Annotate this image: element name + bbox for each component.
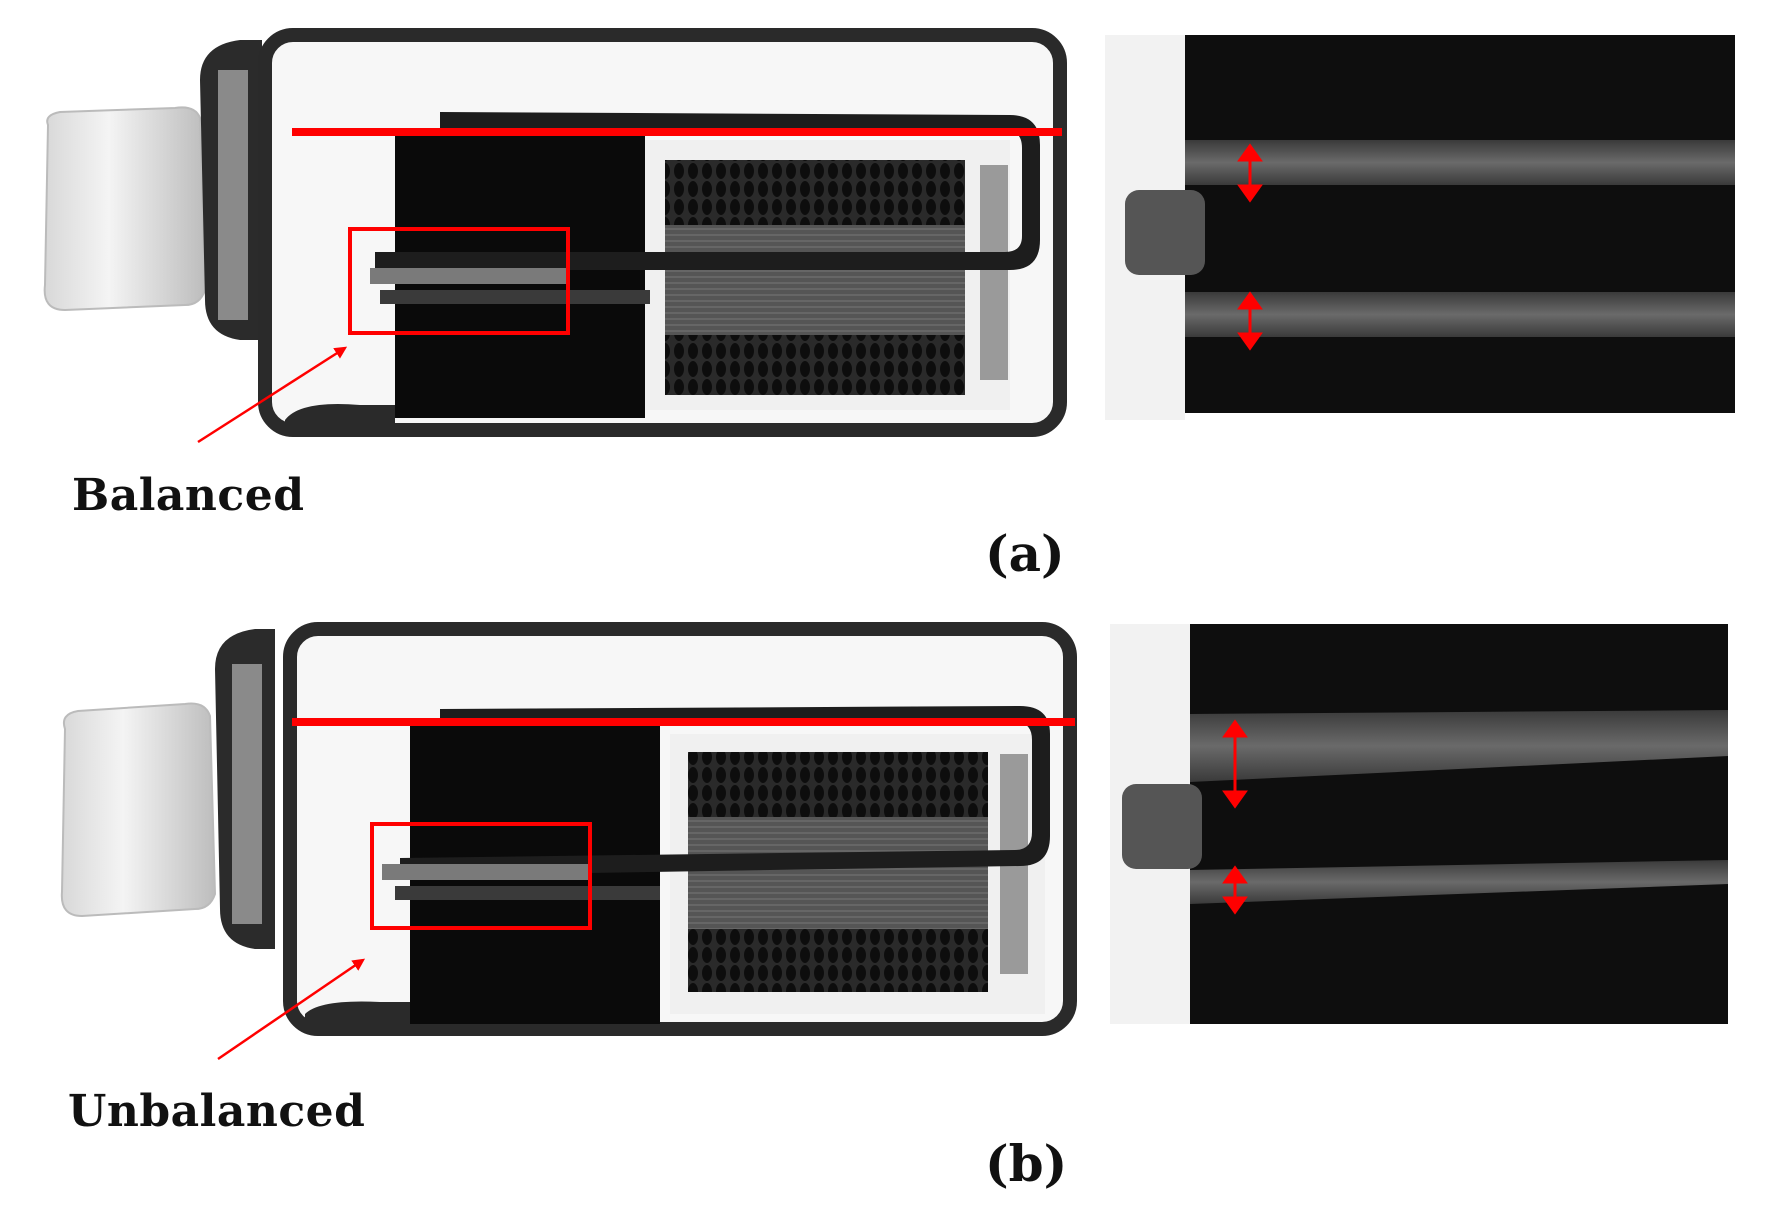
cap-flange-inner bbox=[218, 70, 248, 320]
panel-a: Balanced (a) bbox=[0, 0, 1770, 604]
coil-bottom-winding bbox=[688, 929, 988, 992]
armature-lower-edge bbox=[380, 290, 650, 304]
balanced-xray-figure bbox=[43, 28, 1735, 444]
pointer-arrow-icon bbox=[217, 958, 366, 1061]
zoom-strip-lower bbox=[1185, 292, 1735, 337]
right-bracket bbox=[980, 165, 1008, 380]
zoom-strip-upper bbox=[1185, 140, 1735, 185]
housing-notch bbox=[305, 1001, 410, 1029]
battery-cap bbox=[60, 702, 217, 918]
zoom-strip-lower bbox=[1190, 860, 1728, 904]
double-headed-arrow-icon bbox=[1222, 865, 1248, 915]
double-headed-arrow-icon bbox=[1222, 719, 1248, 809]
panel-label: (b) bbox=[985, 1134, 1068, 1193]
coil-top-winding bbox=[665, 160, 965, 225]
armature-tip bbox=[382, 864, 592, 880]
state-label: Balanced bbox=[72, 470, 305, 521]
zoom-panel bbox=[1185, 35, 1735, 413]
state-label: Unbalanced bbox=[68, 1086, 366, 1137]
detail-box bbox=[348, 227, 570, 335]
panel-label: (a) bbox=[985, 524, 1065, 583]
panel-b: Unbalanced (b) bbox=[0, 604, 1770, 1208]
armature-strip bbox=[375, 112, 1040, 270]
detail-box bbox=[370, 822, 592, 930]
housing-notch bbox=[285, 404, 395, 430]
coil-bottom-winding bbox=[665, 335, 965, 395]
armature-tip bbox=[370, 268, 570, 284]
coil-top-winding bbox=[688, 752, 988, 817]
unbalanced-xray-figure bbox=[60, 622, 1728, 1061]
double-headed-arrow-icon bbox=[1237, 143, 1263, 203]
battery-cap bbox=[43, 106, 207, 312]
zoom-tip bbox=[1122, 784, 1202, 869]
zoom-tip bbox=[1125, 190, 1205, 275]
cap-flange-inner bbox=[232, 664, 262, 924]
zoom-panel bbox=[1190, 624, 1728, 1024]
double-headed-arrow-icon bbox=[1237, 291, 1263, 351]
pointer-arrow-icon bbox=[197, 346, 348, 444]
armature-lower-edge bbox=[395, 886, 660, 900]
zoom-strip-upper bbox=[1190, 710, 1728, 782]
